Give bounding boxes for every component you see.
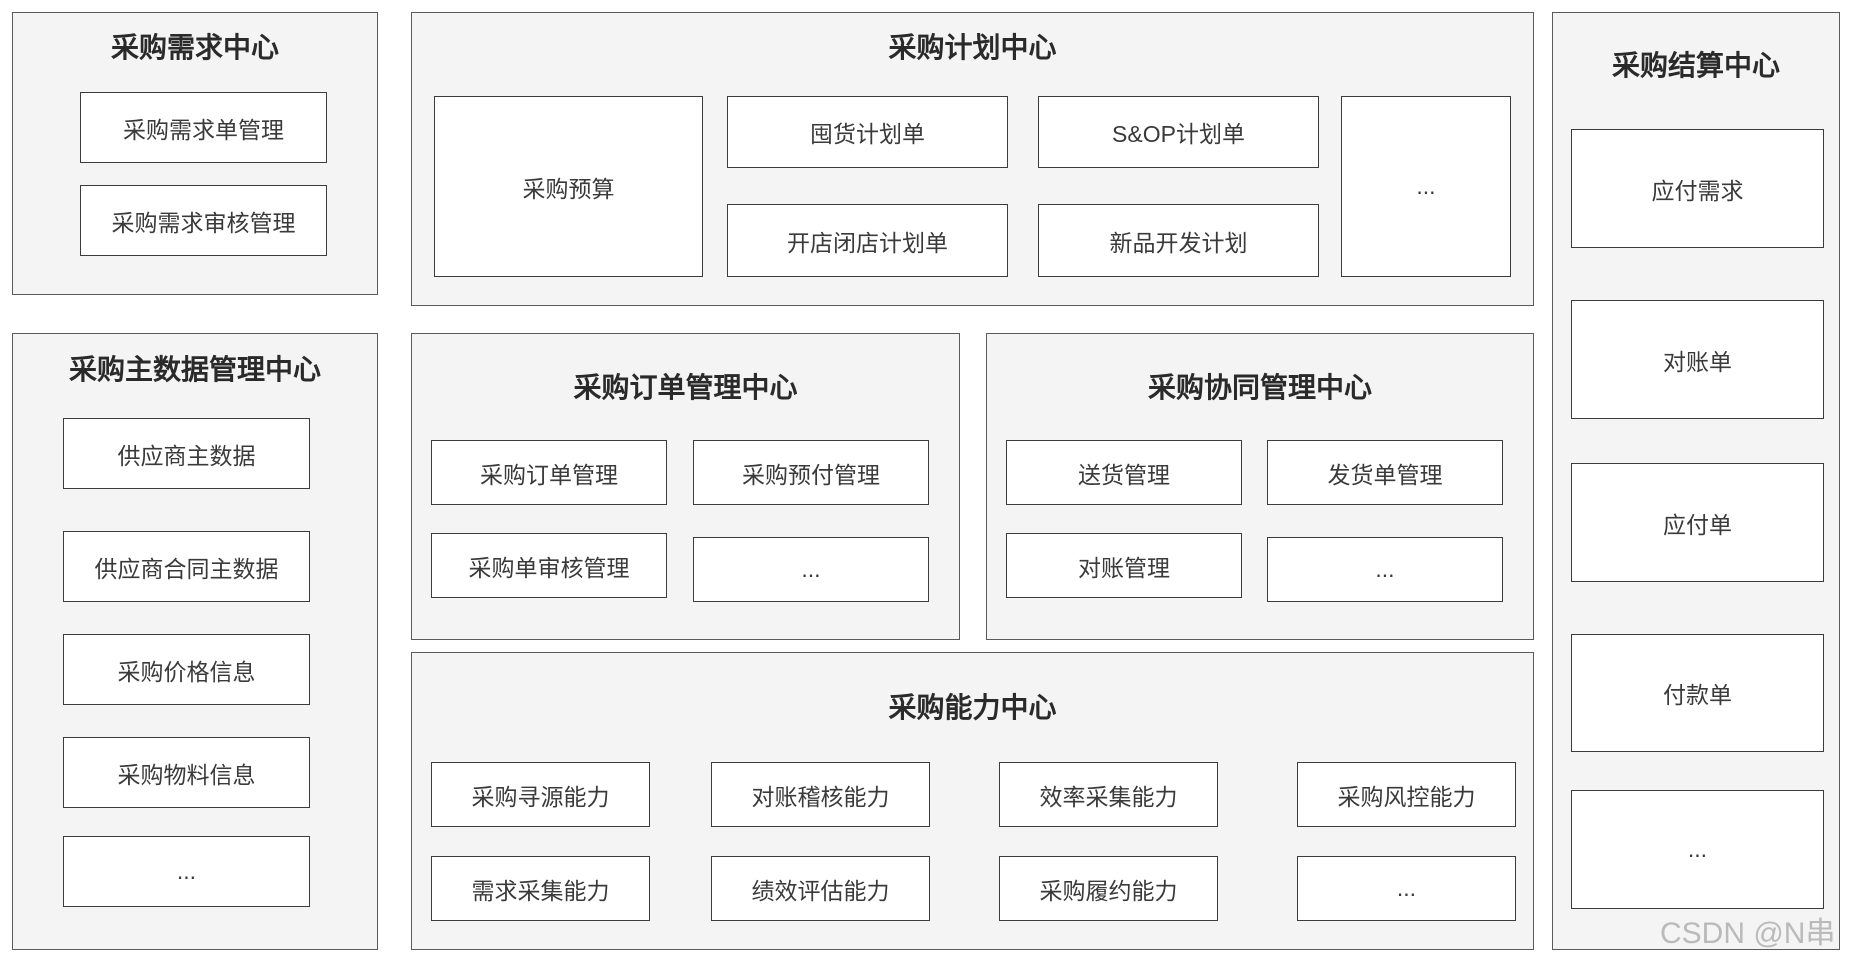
collaboration-center-title: 采购协同管理中心 xyxy=(1147,372,1372,403)
sop-plan-box: S&OP计划单 xyxy=(1038,96,1319,168)
order-more-box: ... xyxy=(693,537,929,602)
collaboration-more-box: ... xyxy=(1267,537,1503,602)
master-data-center-title: 采购主数据管理中心 xyxy=(68,354,321,385)
capability-center-title: 采购能力中心 xyxy=(888,692,1057,723)
order-center-panel: 采购订单管理中心 采购订单管理 采购预付管理 采购单审核管理 ... xyxy=(411,333,960,640)
statement-box: 对账单 xyxy=(1571,300,1824,419)
shipping-order-management-box: 发货单管理 xyxy=(1267,440,1503,505)
fulfillment-capability-box: 采购履约能力 xyxy=(999,856,1218,921)
watermark: CSDN @N串 xyxy=(1660,917,1836,950)
audit-capability-box: 对账稽核能力 xyxy=(711,762,930,827)
plan-more-box: ... xyxy=(1341,96,1511,277)
sourcing-capability-box: 采购寻源能力 xyxy=(431,762,650,827)
order-review-management-box: 采购单审核管理 xyxy=(431,533,667,598)
capability-center-panel: 采购能力中心 采购寻源能力 对账稽核能力 效率采集能力 采购风控能力 需求采集能… xyxy=(411,652,1534,950)
plan-center-title: 采购计划中心 xyxy=(888,32,1057,63)
capability-more-box: ... xyxy=(1297,856,1516,921)
supplier-contract-master-data-box: 供应商合同主数据 xyxy=(63,531,310,602)
settlement-center-panel: 采购结算中心 应付需求 对账单 应付单 付款单 ... xyxy=(1552,12,1840,950)
settlement-more-box: ... xyxy=(1571,790,1824,909)
purchase-price-info-box: 采购价格信息 xyxy=(63,634,310,705)
new-product-plan-box: 新品开发计划 xyxy=(1038,204,1319,277)
efficiency-collection-capability-box: 效率采集能力 xyxy=(999,762,1218,827)
prepayment-management-box: 采购预付管理 xyxy=(693,440,929,505)
payable-box: 应付单 xyxy=(1571,463,1824,582)
stock-plan-box: 囤货计划单 xyxy=(727,96,1008,168)
purchase-budget-box: 采购预算 xyxy=(434,96,703,277)
store-open-close-plan-box: 开店闭店计划单 xyxy=(727,204,1008,277)
performance-evaluation-capability-box: 绩效评估能力 xyxy=(711,856,930,921)
purchase-material-info-box: 采购物料信息 xyxy=(63,737,310,808)
collaboration-center-panel: 采购协同管理中心 送货管理 发货单管理 对账管理 ... xyxy=(986,333,1534,640)
payment-box: 付款单 xyxy=(1571,634,1824,752)
payable-demand-box: 应付需求 xyxy=(1571,129,1824,248)
reconciliation-management-box: 对账管理 xyxy=(1006,533,1242,598)
plan-center-panel: 采购计划中心 采购预算 囤货计划单 S&OP计划单 ... 开店闭店计划单 新品… xyxy=(411,12,1534,306)
demand-center-title: 采购需求中心 xyxy=(110,32,279,63)
risk-control-capability-box: 采购风控能力 xyxy=(1297,762,1516,827)
demand-center-panel: 采购需求中心 采购需求单管理 采购需求审核管理 xyxy=(12,12,378,295)
supplier-master-data-box: 供应商主数据 xyxy=(63,418,310,489)
demand-order-management-box: 采购需求单管理 xyxy=(80,92,327,163)
master-data-center-panel: 采购主数据管理中心 供应商主数据 供应商合同主数据 采购价格信息 采购物料信息 … xyxy=(12,333,378,950)
purchase-order-management-box: 采购订单管理 xyxy=(431,440,667,505)
delivery-management-box: 送货管理 xyxy=(1006,440,1242,505)
master-data-more-box: ... xyxy=(63,836,310,907)
demand-review-management-box: 采购需求审核管理 xyxy=(80,185,327,256)
demand-collection-capability-box: 需求采集能力 xyxy=(431,856,650,921)
settlement-center-title: 采购结算中心 xyxy=(1611,50,1780,81)
order-center-title: 采购订单管理中心 xyxy=(573,372,798,403)
